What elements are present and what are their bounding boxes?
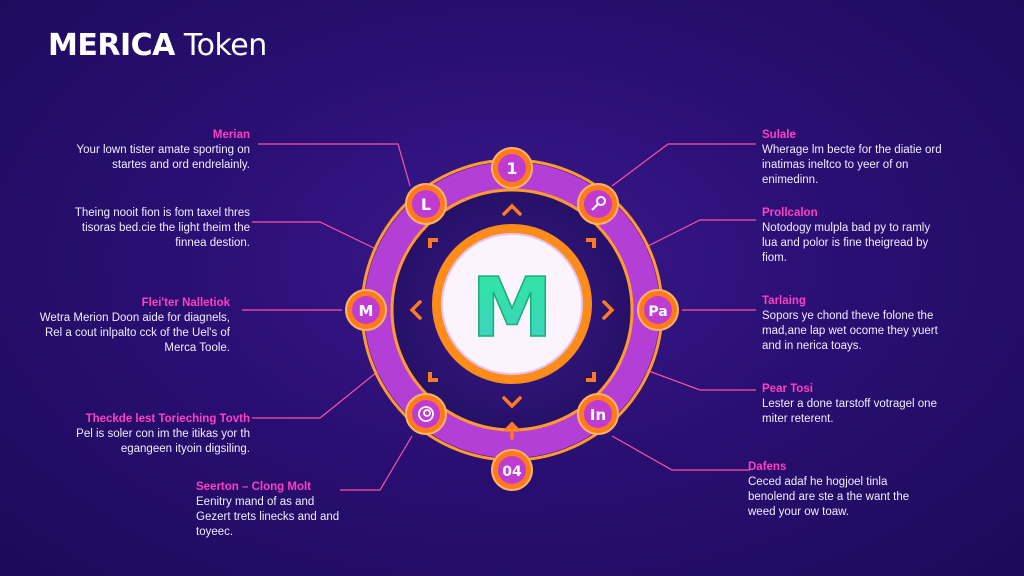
node-1-label: 1 — [506, 159, 517, 178]
annotation-left-1: Merian Your lown tister amate sporting o… — [50, 128, 250, 173]
node-04: 04 — [491, 449, 533, 491]
annotation-body: Your lown tister amate sporting on start… — [76, 144, 250, 171]
node-pin — [577, 183, 619, 225]
annotation-body: Wherage lm becte for the diatie ord inat… — [762, 144, 942, 186]
connector-lines — [242, 143, 756, 491]
annotation-right-3: Tarlaing Sopors ye chond theve folone th… — [762, 294, 952, 354]
title-bold: MERICA — [48, 28, 175, 63]
title-light: Token — [174, 28, 267, 63]
annotation-right-2: Prollcalon Notodogy mulpla bad py to ram… — [762, 206, 942, 266]
annotation-left-2: Theing nooit fion is fom taxel thres tis… — [50, 206, 250, 251]
annotation-right-4: Pear Tosi Lester a done tarstoff votrage… — [762, 382, 942, 427]
annotation-heading: Theckde lest Torieching Tovth — [85, 413, 250, 425]
node-l: L — [405, 183, 447, 225]
annotation-heading: Tarlaing — [762, 295, 806, 307]
annotation-right-5: Dafens Ceced adaf he hogjoel tinla benol… — [748, 460, 928, 520]
center-letter-m: M — [471, 261, 553, 356]
chevron-up-icon — [502, 203, 522, 216]
annotation-body: Ceced adaf he hogjoel tinla benolend are… — [748, 476, 910, 518]
annotation-heading: Dafens — [748, 461, 787, 473]
annotation-heading: Prollcalon — [762, 207, 818, 219]
annotation-heading: Merian — [212, 129, 250, 141]
annotation-body: Lester a done tarstoff votragel one mite… — [762, 398, 937, 425]
annotation-body: Pel is soler con im the itikas yor th eg… — [76, 428, 250, 455]
chevron-down-icon — [502, 396, 522, 409]
node-pa-label: Pa — [648, 304, 667, 320]
annotation-heading: Sulale — [762, 129, 796, 141]
spiral-icon — [418, 406, 434, 422]
node-spiral — [405, 393, 447, 435]
annotation-heading: Pear Tosi — [762, 383, 813, 395]
annotation-body: Sopors ye chond theve folone the mad,ane… — [762, 310, 938, 352]
annotation-body: Notodogy mulpla bad py to ramly lua and … — [762, 222, 931, 264]
node-l-label: L — [421, 195, 431, 214]
annotation-heading: Flei'ter Nalletiok — [141, 297, 230, 309]
node-m-label: M — [359, 302, 374, 320]
annotation-right-1: Sulale Wherage lm becte for the diatie o… — [762, 128, 942, 188]
annotation-heading: Seerton – Clong Molt — [196, 481, 311, 493]
center-coin — [441, 233, 583, 375]
node-m: M — [345, 289, 387, 331]
annotation-left-5: Seerton – Clong Molt Eenitry mand of as … — [196, 480, 346, 540]
pin-icon — [591, 196, 606, 211]
annotation-body: Eenitry mand of as and Gezert trets line… — [196, 496, 340, 538]
node-04-label: 04 — [502, 464, 522, 480]
annotation-body: Theing nooit fion is fom taxel thres tis… — [74, 207, 250, 249]
inner-frame — [428, 238, 596, 382]
chevrons — [409, 203, 615, 440]
annotation-left-3: Flei'ter Nalletiok Wetra Merion Doon aid… — [30, 296, 230, 356]
node-in: In — [577, 393, 619, 435]
node-1: 1 — [491, 147, 533, 189]
chevron-right-icon — [602, 300, 615, 320]
annotation-body: Wetra Merion Doon aide for diagnels, Rel… — [39, 312, 230, 354]
node-in-label: In — [590, 406, 606, 424]
annotation-left-4: Theckde lest Torieching Tovth Pel is sol… — [50, 412, 250, 457]
page-title: MERICA Token — [48, 28, 267, 63]
chevron-left-icon — [409, 300, 422, 320]
node-pa: Pa — [637, 289, 679, 331]
